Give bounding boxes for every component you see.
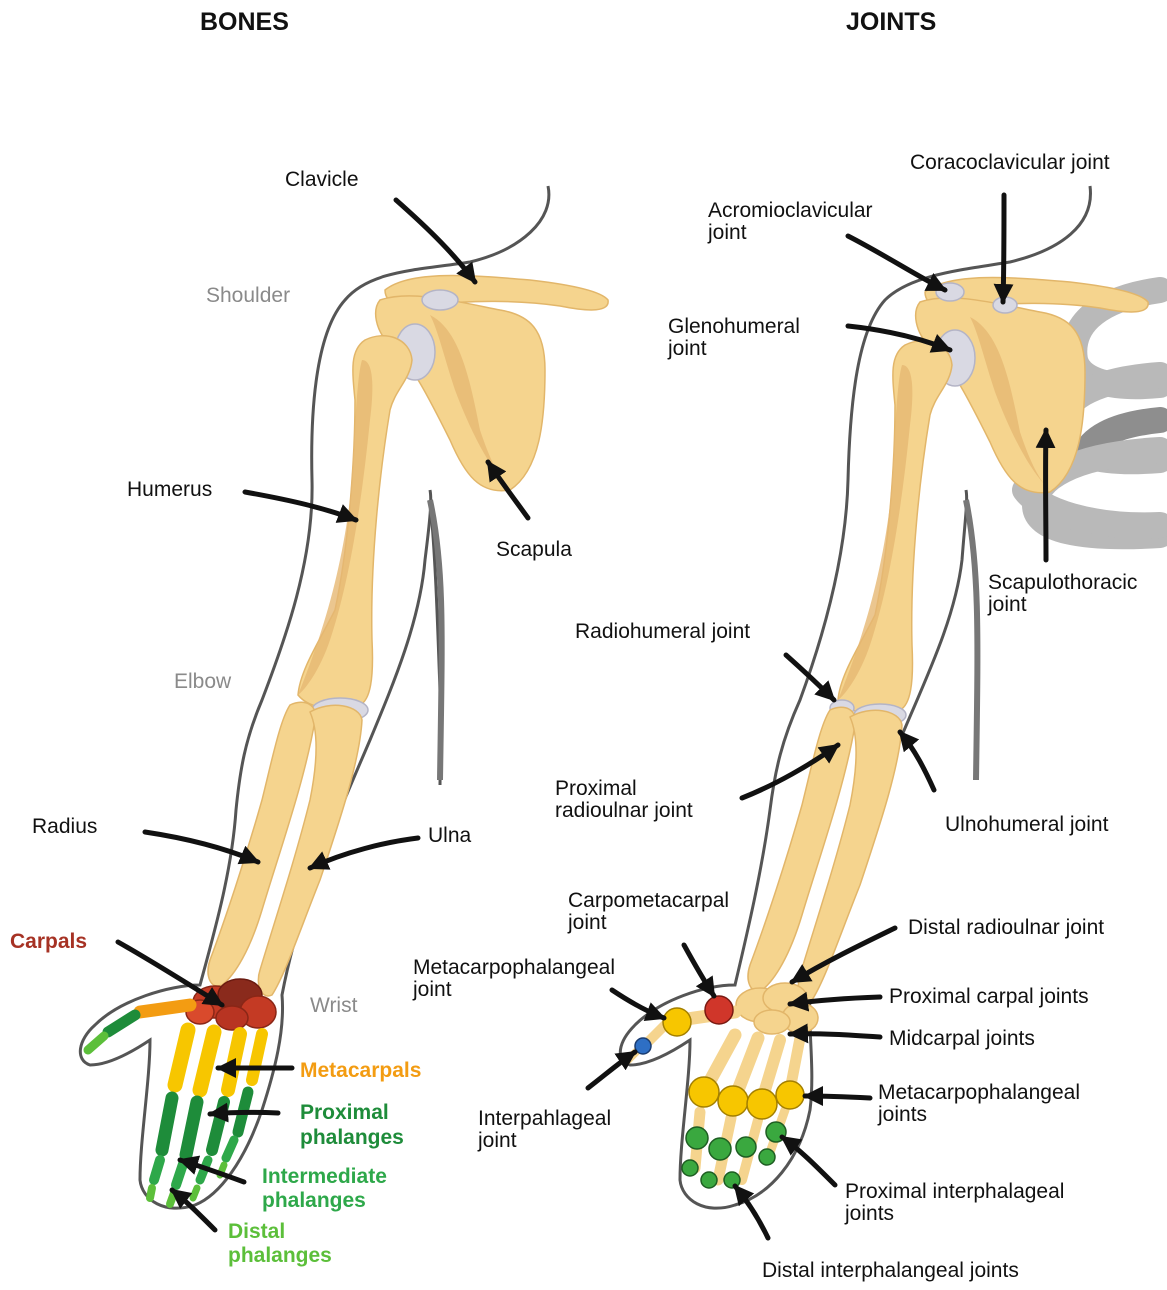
label-midcarpal: Midcarpal joints bbox=[889, 1027, 1035, 1050]
right-back-shadow bbox=[966, 500, 977, 780]
label-mcp-joints-2: joints bbox=[877, 1103, 927, 1126]
label-intermediate-phalanges-1: Intermediate bbox=[262, 1165, 387, 1188]
label-pip-joints-2: joints bbox=[844, 1202, 894, 1225]
thumb-proximal-phalanx-right bbox=[648, 1025, 665, 1042]
proximal-phalanx bbox=[162, 1098, 172, 1150]
label-carpometacarpal-1: Carpometacarpal bbox=[568, 889, 729, 912]
label-distal-phalanges-2: phalanges bbox=[228, 1244, 332, 1267]
arrow-mcp-thumb bbox=[612, 990, 664, 1018]
thumb-mcp-joint-marker bbox=[663, 1008, 691, 1036]
arrow-mcp-joints bbox=[805, 1096, 870, 1098]
label-distal-radioulnar: Distal radioulnar joint bbox=[908, 916, 1104, 939]
heading-bones: BONES bbox=[200, 8, 289, 36]
label-carpals: Carpals bbox=[10, 930, 87, 953]
left-arm-illustration bbox=[80, 186, 608, 1208]
metacarpal bbox=[200, 1032, 214, 1090]
distal-phalanx bbox=[170, 1193, 174, 1204]
arrow-intermediate-phalanges bbox=[180, 1160, 244, 1182]
label-acromioclavicular-1: Acromioclavicular bbox=[708, 199, 873, 222]
pip-joint-marker bbox=[736, 1137, 756, 1157]
arrow-coracoclavicular bbox=[1003, 195, 1004, 302]
metacarpal bbox=[228, 1034, 240, 1090]
thumb-bones bbox=[88, 1005, 190, 1050]
arrow-carpals bbox=[118, 942, 222, 1005]
arrow-interphalangeal-thumb bbox=[588, 1052, 635, 1088]
intermediate-phalanx bbox=[154, 1160, 160, 1180]
mcp-joint-marker bbox=[689, 1077, 719, 1107]
pip-joint-marker bbox=[709, 1138, 731, 1160]
label-mcp-thumb-2: joint bbox=[412, 978, 452, 1001]
label-mcp-joints-1: Metacarpophalangeal bbox=[878, 1081, 1080, 1104]
label-scapulothoracic-1: Scapulothoracic bbox=[988, 571, 1137, 594]
label-glenohumeral-2: joint bbox=[667, 337, 707, 360]
label-ulnohumeral: Ulnohumeral joint bbox=[945, 813, 1109, 836]
label-dip-joints: Distal interphalangeal joints bbox=[762, 1259, 1019, 1282]
label-distal-phalanges-1: Distal bbox=[228, 1220, 285, 1243]
label-proximal-carpal: Proximal carpal joints bbox=[889, 985, 1089, 1008]
carpal-bone bbox=[754, 1010, 790, 1034]
metacarpal bbox=[175, 1030, 188, 1085]
metacarpal bbox=[252, 1034, 262, 1080]
label-radiohumeral: Radiohumeral joint bbox=[575, 620, 750, 643]
label-proximal-radioulnar-2: radioulnar joint bbox=[555, 799, 693, 822]
label-interphalangeal-thumb-1: Interpahlageal bbox=[478, 1107, 611, 1130]
dip-joint-marker bbox=[759, 1149, 775, 1165]
distal-phalanx bbox=[193, 1188, 197, 1198]
mcp-joint-marker bbox=[747, 1089, 777, 1119]
intermediate-phalanx bbox=[226, 1140, 234, 1158]
label-humerus: Humerus bbox=[127, 478, 212, 501]
label-proximal-phalanges-2: phalanges bbox=[300, 1126, 404, 1149]
thumb-distal-phalanx bbox=[88, 1036, 104, 1050]
label-intermediate-phalanges-2: phalanges bbox=[262, 1189, 366, 1212]
label-clavicle: Clavicle bbox=[285, 168, 359, 191]
label-acromioclavicular-2: joint bbox=[707, 221, 747, 244]
dip-joint-marker bbox=[682, 1160, 698, 1176]
mcp-joint-marker bbox=[718, 1086, 748, 1116]
distal-phalanx bbox=[150, 1188, 152, 1198]
carpal-bone bbox=[216, 1006, 248, 1030]
left-back-shadow bbox=[430, 500, 442, 780]
label-pip-joints-1: Proximal interphalageal bbox=[845, 1180, 1064, 1203]
mcp-joint-marker bbox=[776, 1081, 804, 1109]
label-coracoclavicular: Coracoclavicular joint bbox=[910, 151, 1110, 174]
region-wrist: Wrist bbox=[310, 994, 358, 1017]
heading-joints: JOINTS bbox=[846, 8, 936, 36]
arrow-carpometacarpal bbox=[684, 945, 714, 996]
label-ulna: Ulna bbox=[428, 824, 472, 847]
arrow-proximal-phalanges bbox=[210, 1112, 278, 1114]
label-metacarpals: Metacarpals bbox=[300, 1059, 421, 1082]
label-scapula: Scapula bbox=[496, 538, 572, 561]
carpometacarpal-joint-marker bbox=[705, 996, 733, 1024]
label-interphalangeal-thumb-2: joint bbox=[477, 1129, 517, 1152]
arrow-dip-joints bbox=[735, 1186, 768, 1238]
arrow-radiohumeral bbox=[786, 655, 834, 700]
intermediate-phalanx bbox=[176, 1164, 183, 1185]
thumb-proximal-phalanx bbox=[108, 1015, 135, 1032]
label-carpometacarpal-2: joint bbox=[567, 911, 607, 934]
arrow-humerus bbox=[245, 492, 356, 520]
arrow-ulnohumeral bbox=[900, 732, 934, 790]
region-elbow: Elbow bbox=[174, 670, 232, 693]
pip-joint-marker bbox=[686, 1127, 708, 1149]
arrow-acromioclavicular bbox=[848, 236, 945, 290]
thumb-metacarpal bbox=[140, 1005, 190, 1012]
label-mcp-thumb-1: Metacarpophalangeal bbox=[413, 956, 615, 979]
finger-bones bbox=[150, 1030, 262, 1204]
proximal-phalanx bbox=[212, 1102, 224, 1150]
proximal-phalanx bbox=[186, 1102, 197, 1155]
arrow-radius bbox=[145, 832, 258, 862]
label-scapulothoracic-2: joint bbox=[987, 593, 1027, 616]
label-radius: Radius bbox=[32, 815, 97, 838]
ac-cartilage bbox=[422, 290, 458, 310]
label-glenohumeral-1: Glenohumeral bbox=[668, 315, 800, 338]
label-proximal-phalanges-1: Proximal bbox=[300, 1101, 389, 1124]
region-shoulder: Shoulder bbox=[206, 284, 290, 307]
label-proximal-radioulnar-1: Proximal bbox=[555, 777, 637, 800]
dip-joint-marker bbox=[701, 1172, 717, 1188]
